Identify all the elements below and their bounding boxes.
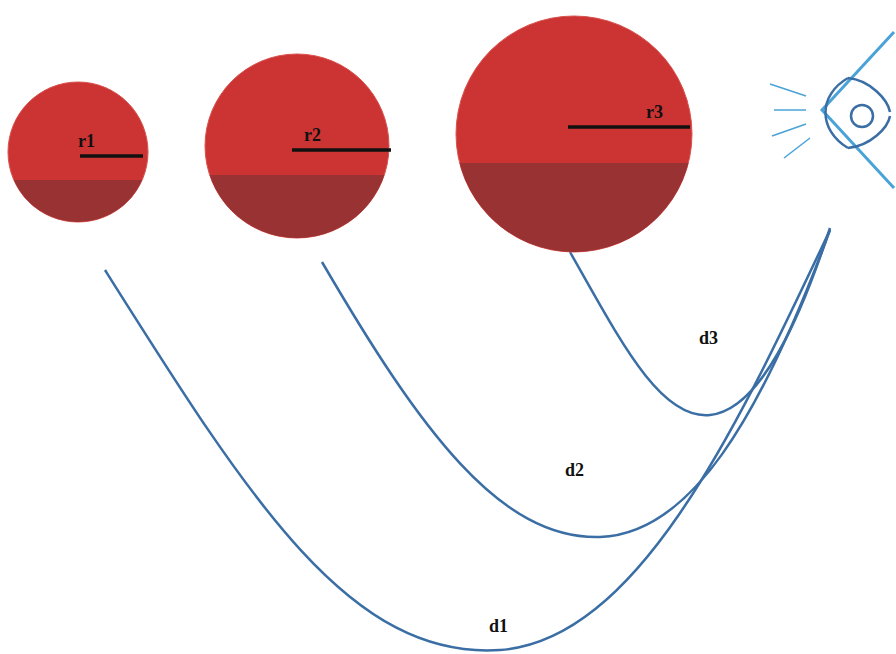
circle-shade xyxy=(460,163,689,252)
eye-ray xyxy=(772,124,806,136)
radius-circle: r1 xyxy=(6,80,150,224)
circle-shape xyxy=(454,14,694,254)
eye-symbol xyxy=(770,32,894,188)
circle-shade xyxy=(14,180,142,222)
circle-fill xyxy=(8,82,148,222)
distance-label: d2 xyxy=(563,460,586,480)
circle-shape xyxy=(203,52,391,240)
distance-label: d1 xyxy=(487,616,510,636)
eye-lid xyxy=(826,78,849,148)
distance-curve xyxy=(322,230,830,537)
eye-ray xyxy=(784,138,810,158)
eye-pupil xyxy=(851,105,873,127)
eye-ray xyxy=(774,109,806,111)
circle-shade xyxy=(210,175,385,238)
distance-curve xyxy=(105,230,830,650)
eye-chevron xyxy=(822,32,894,188)
circle-shape xyxy=(6,80,150,224)
radius-line xyxy=(80,154,143,158)
radius-line xyxy=(292,148,391,152)
circle-fill xyxy=(205,54,389,238)
radius-circle: r2 xyxy=(203,52,391,240)
radius-label: r3 xyxy=(646,102,663,122)
eye-ray xyxy=(770,84,806,96)
radius-label: r2 xyxy=(304,125,321,145)
radius-label: r1 xyxy=(78,131,95,151)
eye-lid xyxy=(848,116,890,148)
radius-circle: r3 xyxy=(454,14,694,254)
distance-curve xyxy=(570,228,830,415)
radius-line xyxy=(568,125,690,129)
distance-label: d3 xyxy=(697,328,720,348)
circle-fill xyxy=(456,16,692,252)
distance-curves xyxy=(105,228,830,650)
